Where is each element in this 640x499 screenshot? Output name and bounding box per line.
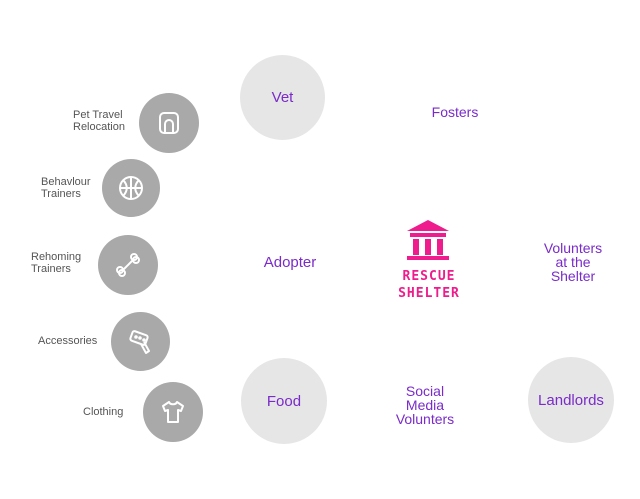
food-node: Food: [241, 358, 327, 444]
building-icon: [407, 220, 449, 260]
bone-icon: [98, 235, 158, 295]
shirt-icon: [143, 382, 203, 442]
carrier-icon: [139, 93, 199, 153]
ball-icon: [102, 159, 160, 217]
landlords-label: Landlords: [538, 391, 604, 409]
landlords-node: Landlords: [528, 357, 614, 443]
food-label: Food: [266, 392, 302, 410]
left-item-label: Accessories: [38, 335, 98, 347]
vet-label: Vet: [271, 89, 294, 106]
fosters-label: Fosters: [431, 104, 479, 120]
vet-node: Vet: [240, 55, 325, 140]
adopter-label: Adopter: [263, 254, 317, 271]
brush-icon: [111, 312, 170, 371]
left-item-label: Clothing: [83, 406, 124, 418]
